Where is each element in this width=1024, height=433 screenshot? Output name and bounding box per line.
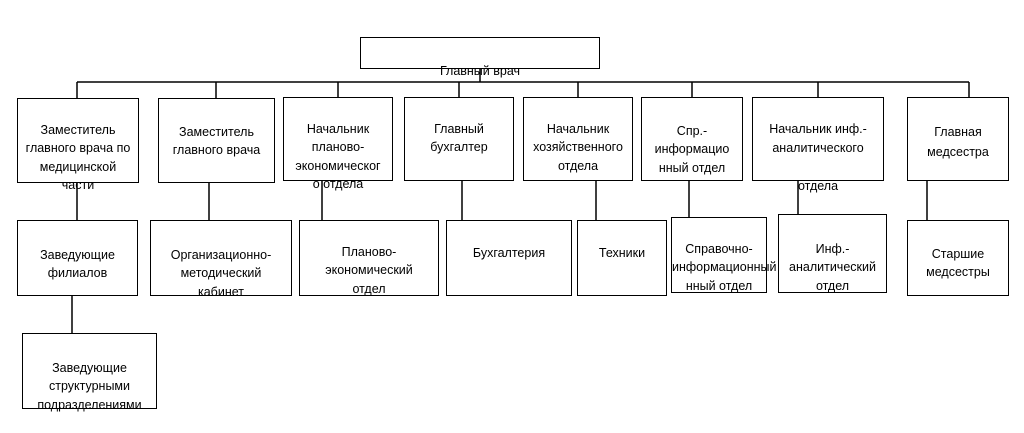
node-plan-head: Начальник планово- экономическог о отдел… bbox=[283, 97, 393, 191]
node-ref-info: Справочно- информационный нный отдел bbox=[671, 217, 777, 293]
node-struct-heads: Заведующие структурными подразделениями bbox=[22, 333, 157, 412]
node-info-dept-label: Спр.- информацио нный отдел bbox=[654, 123, 730, 175]
node-info-dept: Спр.- информацио нный отдел bbox=[641, 97, 743, 181]
node-branch-heads-label: Заведующие филиалов bbox=[40, 247, 115, 281]
node-plan-head-label: Начальник планово- экономическог о отдел… bbox=[295, 121, 381, 192]
node-technicians: Техники bbox=[577, 220, 667, 296]
node-org-method: Организационно- методический кабинет bbox=[150, 220, 292, 299]
node-econ-head-label: Начальник хозяйственного отдела bbox=[533, 121, 623, 173]
node-plan-dept-label: Планово- экономический отдел bbox=[325, 244, 413, 296]
node-ref-info-label: Справочно- информационный нный отдел bbox=[672, 241, 777, 293]
node-struct-heads-label: Заведующие структурными подразделениями bbox=[37, 360, 142, 412]
node-econ-head: Начальник хозяйственного отдела bbox=[523, 97, 633, 181]
node-dep: Заместитель главного врача bbox=[158, 98, 275, 183]
node-senior-nurses-label: Старшие медсестры bbox=[926, 246, 990, 280]
node-org-method-label: Организационно- методический кабинет bbox=[170, 247, 272, 299]
node-dep-med-label: Заместитель главного врача по медицинско… bbox=[25, 122, 131, 193]
node-dep-label: Заместитель главного врача bbox=[172, 124, 261, 158]
node-senior-nurses: Старшие медсестры bbox=[907, 220, 1009, 296]
node-accounting-label: Бухгалтерия bbox=[472, 245, 546, 260]
node-root: Главный врач bbox=[360, 37, 600, 78]
node-chief-acc-label: Главный бухгалтер bbox=[430, 121, 488, 155]
node-root-label: Главный врач bbox=[439, 63, 521, 78]
node-analytic-dept: Инф.- аналитический отдел bbox=[778, 214, 887, 293]
node-dep-med: Заместитель главного врача по медицинско… bbox=[17, 98, 139, 192]
node-head-nurse-label: Главная медсестра bbox=[927, 124, 989, 159]
node-head-nurse: Главная медсестра bbox=[907, 97, 1009, 181]
node-analytic-dept-label: Инф.- аналитический отдел bbox=[789, 241, 876, 293]
node-analytic-head-label: Начальник инф.- аналитического отдела bbox=[769, 121, 867, 193]
node-accounting: Бухгалтерия bbox=[446, 220, 572, 296]
node-chief-acc: Главный бухгалтер bbox=[404, 97, 514, 181]
node-branch-heads: Заведующие филиалов bbox=[17, 220, 138, 296]
node-analytic-head: Начальник инф.- аналитического отдела bbox=[752, 97, 884, 193]
node-technicians-label: Техники bbox=[598, 245, 646, 260]
node-plan-dept: Планово- экономический отдел bbox=[299, 220, 439, 296]
